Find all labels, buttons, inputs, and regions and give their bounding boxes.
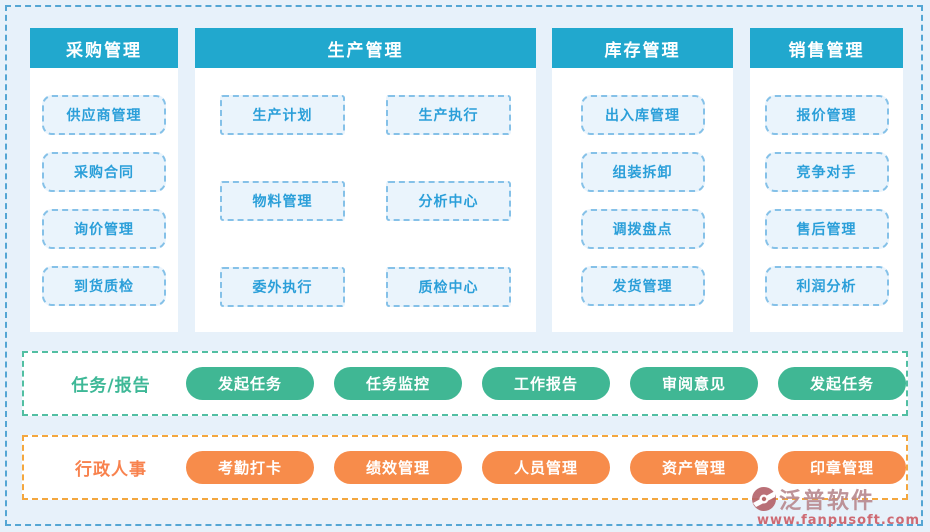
item-outsourcing-execution[interactable]: 委外执行 xyxy=(220,267,345,307)
panel-inventory-body: 出入库管理 组装拆卸 调拨盘点 发货管理 xyxy=(552,68,733,306)
item-assembly-disassembly[interactable]: 组装拆卸 xyxy=(580,152,705,192)
pill-asset-management[interactable]: 资产管理 xyxy=(630,451,758,484)
item-competitors[interactable]: 竞争对手 xyxy=(764,152,889,192)
item-production-plan[interactable]: 生产计划 xyxy=(220,95,345,135)
band-tasks-reports: 任务/报告 发起任务 任务监控 工作报告 审阅意见 发起任务 xyxy=(22,351,908,416)
item-profit-analysis[interactable]: 利润分析 xyxy=(764,266,889,306)
item-shipment-management[interactable]: 发货管理 xyxy=(580,266,705,306)
panel-purchase: 采购管理 供应商管理 采购合同 询价管理 到货质检 xyxy=(30,28,178,332)
band-admin-hr: 行政人事 考勤打卡 绩效管理 人员管理 资产管理 印章管理 xyxy=(22,435,908,500)
pill-initiate-task-2[interactable]: 发起任务 xyxy=(778,367,906,400)
item-production-execution[interactable]: 生产执行 xyxy=(386,95,511,135)
pill-seal-management[interactable]: 印章管理 xyxy=(778,451,906,484)
brand-url: www.fanpusoft.com xyxy=(756,513,920,528)
item-analysis-center[interactable]: 分析中心 xyxy=(386,181,511,221)
panel-production-body: 生产计划 生产执行 物料管理 分析中心 委外执行 质检中心 xyxy=(195,68,536,307)
pill-task-monitoring[interactable]: 任务监控 xyxy=(334,367,462,400)
panel-sales: 销售管理 报价管理 竞争对手 售后管理 利润分析 xyxy=(750,28,903,332)
pill-review-opinions[interactable]: 审阅意见 xyxy=(630,367,758,400)
item-transfer-stocktaking[interactable]: 调拨盘点 xyxy=(580,209,705,249)
band-hr-label: 行政人事 xyxy=(75,460,147,480)
item-material-management[interactable]: 物料管理 xyxy=(220,181,345,221)
panel-sales-header: 销售管理 xyxy=(750,28,903,68)
pill-attendance-checkin[interactable]: 考勤打卡 xyxy=(186,451,314,484)
panel-sales-body: 报价管理 竞争对手 售后管理 利润分析 xyxy=(750,68,903,306)
pill-personnel-management[interactable]: 人员管理 xyxy=(482,451,610,484)
item-after-sales[interactable]: 售后管理 xyxy=(764,209,889,249)
item-warehouse-in-out[interactable]: 出入库管理 xyxy=(580,95,705,135)
pill-work-report[interactable]: 工作报告 xyxy=(482,367,610,400)
panel-production: 生产管理 生产计划 生产执行 物料管理 分析中心 委外执行 质检中心 xyxy=(195,28,536,332)
pill-initiate-task[interactable]: 发起任务 xyxy=(186,367,314,400)
pill-performance-management[interactable]: 绩效管理 xyxy=(334,451,462,484)
item-purchase-contract[interactable]: 采购合同 xyxy=(42,152,166,192)
item-quotation-management[interactable]: 报价管理 xyxy=(764,95,889,135)
panel-inventory-header: 库存管理 xyxy=(552,28,733,68)
item-supplier-management[interactable]: 供应商管理 xyxy=(42,95,166,135)
panel-purchase-header: 采购管理 xyxy=(30,28,178,68)
item-arrival-inspection[interactable]: 到货质检 xyxy=(42,266,166,306)
panel-production-header: 生产管理 xyxy=(195,28,536,68)
panel-purchase-body: 供应商管理 采购合同 询价管理 到货质检 xyxy=(30,68,178,306)
item-inquiry-management[interactable]: 询价管理 xyxy=(42,209,166,249)
panel-inventory: 库存管理 出入库管理 组装拆卸 调拨盘点 发货管理 xyxy=(552,28,733,332)
band-tasks-label: 任务/报告 xyxy=(71,376,151,396)
item-quality-center[interactable]: 质检中心 xyxy=(386,267,511,307)
